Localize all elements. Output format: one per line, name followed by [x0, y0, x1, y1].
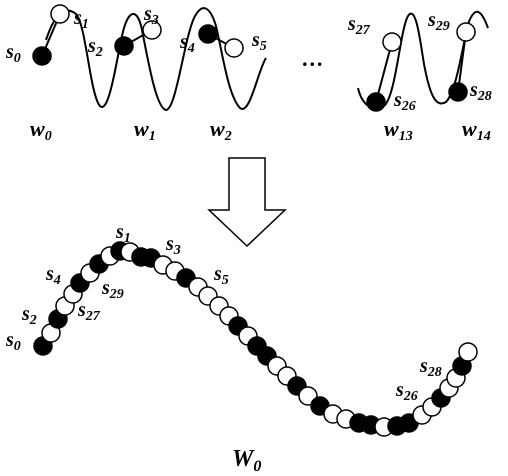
particle-s1: [50, 4, 70, 24]
particle-s28: [448, 82, 468, 102]
top-label-s27: s27: [347, 13, 371, 38]
particle-s26: [366, 92, 386, 112]
particle-s4: [198, 24, 218, 44]
combined-well-panel: s1 s3 s5 s4 s29 s2 s27 s0 s28 s26 W0: [5, 221, 478, 475]
bottom-label-s4: s4: [45, 263, 61, 288]
bottom-label-s2: s2: [21, 303, 37, 328]
well-label-w2: w2: [210, 116, 232, 144]
particle-s2: [114, 36, 134, 56]
particle-s3: [142, 20, 162, 40]
well-label-w13: w13: [384, 116, 413, 144]
well-label-w14: w14: [462, 116, 491, 144]
top-label-s0: s0: [5, 41, 21, 66]
particle-s0: [32, 46, 52, 66]
top-label-s1: s1: [73, 7, 89, 32]
top-wells-panel: … s0 s1 s2 s3 s4 s5 s27 s29 s26 s28 w0 w…: [5, 3, 492, 144]
bottom-label-s27: s27: [77, 299, 101, 324]
particle-s5: [224, 38, 244, 58]
top-label-s26: s26: [393, 89, 416, 114]
top-label-s4: s4: [179, 31, 195, 56]
top-left-wave: [45, 7, 267, 112]
particle-s29: [456, 22, 476, 42]
stick-s26-s27: [375, 41, 393, 103]
bottom-label-s1: s1: [115, 221, 131, 246]
particle-chain: [33, 241, 478, 437]
top-label-s2: s2: [87, 35, 103, 60]
top-label-s3: s3: [143, 3, 159, 28]
well-label-w1: w1: [134, 116, 156, 144]
bottom-label-s28: s28: [419, 355, 442, 380]
chain-particle: [458, 342, 478, 362]
ellipsis: …: [302, 46, 324, 71]
bottom-label-s3: s3: [165, 233, 181, 258]
bottom-label-s0: s0: [5, 329, 21, 354]
bottom-label-s26: s26: [395, 379, 418, 404]
well-label-w0: w0: [30, 116, 52, 144]
particle-s27: [382, 32, 402, 52]
top-label-s5: s5: [251, 29, 267, 54]
bottom-label-s5: s5: [213, 263, 229, 288]
down-arrow-icon: [207, 157, 287, 248]
bottom-label-s29: s29: [101, 277, 124, 302]
combined-well-label: W0: [232, 446, 261, 475]
top-label-s29: s29: [427, 9, 450, 34]
top-label-s28: s28: [469, 79, 492, 104]
stick-s28-s29: [457, 31, 467, 93]
